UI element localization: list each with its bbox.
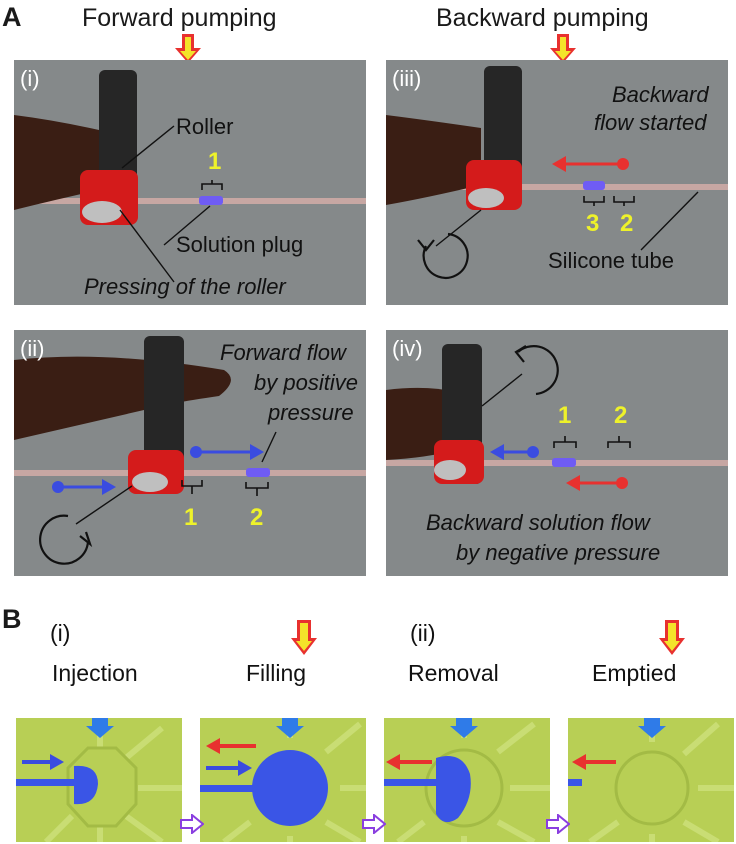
photo-panel-i: (i) Roller 1 Solution plug Pressing of t… <box>14 60 366 305</box>
forward-flow-label-3: pressure <box>268 400 354 425</box>
caption-injection: Injection <box>52 660 138 686</box>
caption-removal: Removal <box>408 660 499 686</box>
purple-arrow-3-icon <box>546 814 570 834</box>
forward-flow-label-1: Forward flow <box>220 340 346 365</box>
caption-emptied: Emptied <box>592 660 677 686</box>
panel-b-down-arrow-2-icon <box>659 620 685 655</box>
panel-id-iv: (iv) <box>392 336 423 361</box>
micrograph-filling <box>200 718 366 842</box>
micrograph-removal <box>384 718 550 842</box>
backward-down-arrow-icon <box>550 34 576 63</box>
solution-plug-label: Solution plug <box>176 232 304 257</box>
number-1-iv: 1 <box>558 402 572 429</box>
number-2: 2 <box>620 210 634 237</box>
number-2-ii: 2 <box>250 504 264 531</box>
purple-arrow-1-icon <box>180 814 204 834</box>
panel-b-id-ii: (ii) <box>410 620 436 646</box>
panel-id-ii: (ii) <box>20 336 45 361</box>
backward-solution-label-2: by negative pressure <box>456 540 661 565</box>
panel-iii-annotations <box>417 156 699 279</box>
pressing-label: Pressing of the roller <box>84 274 286 299</box>
backward-label-2: flow started <box>594 110 707 135</box>
photo-panel-ii: (ii) Forward flow by positive pressure 1… <box>14 330 366 576</box>
micrograph-injection <box>16 718 182 842</box>
number-1-ii: 1 <box>184 504 198 531</box>
photo-panel-iii: (iii) Backward flow started 3 2 Silicone… <box>386 60 728 305</box>
panel-b-letter: B <box>2 604 22 634</box>
silicone-tube-label: Silicone tube <box>548 248 674 273</box>
number-3: 3 <box>586 210 600 237</box>
forward-pumping-title: Forward pumping <box>82 4 277 32</box>
forward-flow-label-2: by positive <box>254 370 358 395</box>
panel-b-down-arrow-1-icon <box>291 620 317 655</box>
purple-arrow-2-icon <box>362 814 386 834</box>
panel-i-leader-lines <box>119 125 223 283</box>
backward-pumping-title: Backward pumping <box>436 4 649 32</box>
caption-filling: Filling <box>246 660 307 686</box>
panel-iv-annotations <box>481 345 631 491</box>
panel-b-id-i: (i) <box>50 620 71 646</box>
panel-a-letter: A <box>2 2 22 32</box>
number-2-iv: 2 <box>614 402 628 429</box>
backward-solution-label-1: Backward solution flow <box>426 510 650 535</box>
panel-id-i: (i) <box>20 66 40 91</box>
micrograph-emptied <box>568 718 734 842</box>
panel-id-iii: (iii) <box>392 66 422 91</box>
roller-label: Roller <box>176 114 234 139</box>
panel-ii-annotations <box>39 431 277 565</box>
backward-label-1: Backward <box>612 82 709 107</box>
forward-down-arrow-icon <box>175 34 201 63</box>
number-1: 1 <box>208 148 222 175</box>
photo-panel-iv: (iv) 1 2 Backward solution flow by negat… <box>386 330 728 576</box>
